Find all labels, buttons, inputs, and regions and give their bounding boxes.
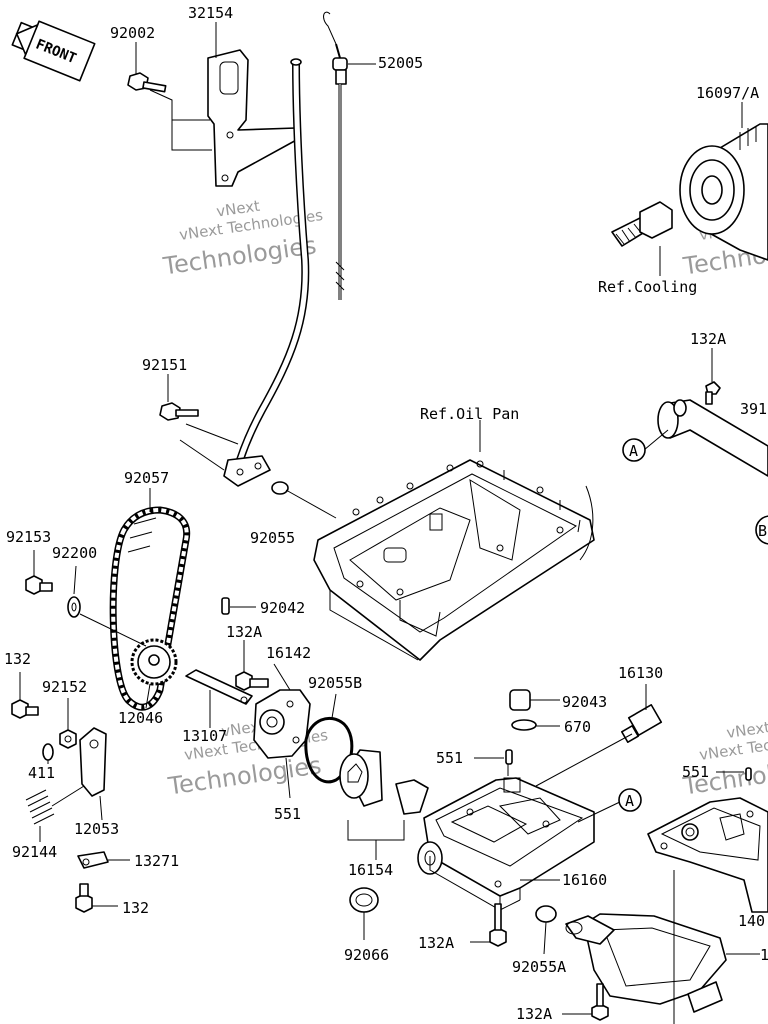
bolt-92002 <box>127 72 212 151</box>
shaft-13107 <box>185 669 253 728</box>
part-label: 16097/A <box>696 84 759 102</box>
pump-rotor-16154 <box>339 749 429 860</box>
part-label: 92055 <box>250 529 295 547</box>
part-label: 140 <box>738 912 765 930</box>
part-label: 16142 <box>266 644 311 662</box>
oil-pan <box>285 420 595 661</box>
part-label: 92002 <box>110 24 155 42</box>
cooling-pipe-391 <box>643 381 768 477</box>
bolt-132-bottom <box>75 883 118 913</box>
pin-92042 <box>221 597 230 615</box>
part-label: 16130 <box>618 664 663 682</box>
part-label: 132A <box>516 1005 552 1023</box>
ref-cooling-label: Ref.Cooling <box>598 278 697 296</box>
bolt-92153 <box>25 550 53 595</box>
part-label: 12046 <box>118 709 163 727</box>
part-label: 391 <box>740 400 767 418</box>
part-label: 92043 <box>562 693 607 711</box>
relief-valve-16130 <box>621 684 663 743</box>
part-label: 132A <box>226 623 262 641</box>
part-label: 92055B <box>308 674 362 692</box>
bolt-132-left <box>11 672 39 719</box>
callout-a-top: A <box>622 438 646 462</box>
part-label: 52005 <box>378 54 423 72</box>
drive-chain-92057 <box>109 506 191 711</box>
part-label: 1 <box>760 946 768 964</box>
part-label: 132 <box>4 650 31 668</box>
callout-a-label: A <box>629 442 638 460</box>
part-label: 411 <box>28 764 55 782</box>
oil-filter-16097 <box>679 123 768 261</box>
part-label: 92152 <box>42 678 87 696</box>
o-ring-670 <box>511 719 537 731</box>
o-ring-92055a <box>535 905 557 923</box>
dipstick-52005 <box>323 11 348 300</box>
bolt-132a-pump <box>235 640 269 691</box>
spring-92144 <box>25 785 85 842</box>
part-label: 13271 <box>134 852 179 870</box>
ref-oil-pan-label: Ref.Oil Pan <box>420 405 519 423</box>
dipstick-tube <box>223 58 310 487</box>
washer-92200 <box>67 565 147 647</box>
part-label: 92042 <box>260 599 305 617</box>
part-label: 92200 <box>52 544 97 562</box>
oil-strainer-housing <box>565 870 760 1024</box>
dowel-pin-551 <box>505 749 513 765</box>
part-label: 92153 <box>6 528 51 546</box>
part-label: 92057 <box>124 469 169 487</box>
part-label: 670 <box>564 718 591 736</box>
pump-cover-140 <box>647 767 768 913</box>
part-label: 551 <box>274 805 301 823</box>
bolt-132a-bottom <box>562 983 609 1021</box>
part-label: 92066 <box>344 946 389 964</box>
part-label: 16154 <box>348 861 393 879</box>
bracket-32154 <box>207 49 301 187</box>
part-label: 16160 <box>562 871 607 889</box>
part-label: 92151 <box>142 356 187 374</box>
oil-pump-body-16160 <box>417 733 633 911</box>
plate-13271 <box>77 851 130 869</box>
callout-a-bottom: A <box>618 788 642 812</box>
watermark-text: vNext <box>725 718 768 742</box>
part-label: 32154 <box>188 4 233 22</box>
part-label: 551 <box>682 763 709 781</box>
washer-411 <box>42 743 54 761</box>
watermark-4: vNext vNext Technologies Technologies <box>681 718 768 801</box>
o-ring-92055 <box>271 481 289 495</box>
callout-b: B <box>755 515 768 545</box>
nut-92152 <box>59 698 77 749</box>
part-label: 132 <box>122 899 149 917</box>
oil-seal-92066 <box>349 887 379 940</box>
front-arrow-icon: FRONT <box>11 20 96 82</box>
bolt-132a-body <box>470 903 507 947</box>
part-label: 13107 <box>182 727 227 745</box>
part-label: 92055A <box>512 958 566 976</box>
part-label: 132A <box>690 330 726 348</box>
bushing-92043 <box>509 689 531 711</box>
part-label: 92144 <box>12 843 57 861</box>
part-label: 132A <box>418 934 454 952</box>
sprocket-12046 <box>130 638 178 709</box>
bolt-92151 <box>159 402 239 471</box>
part-label: 12053 <box>74 820 119 838</box>
callout-a-label: A <box>625 792 634 810</box>
callout-b-label: B <box>758 522 767 540</box>
oil-pump-16142 <box>253 663 311 799</box>
part-label: 551 <box>436 749 463 767</box>
chain-tensioner-12053 <box>79 727 107 821</box>
threaded-fitting <box>611 201 673 276</box>
watermark-text: vNext <box>215 197 261 221</box>
